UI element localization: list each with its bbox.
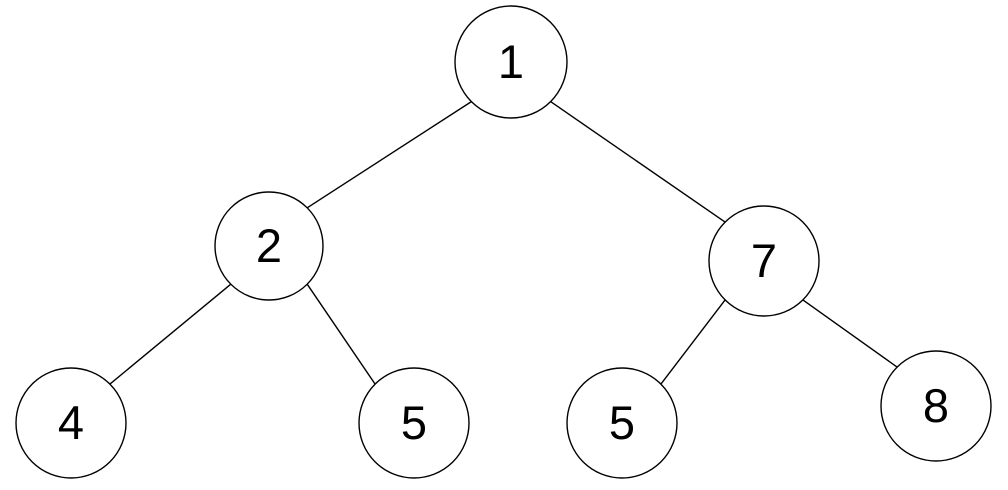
tree-node-label-left: 2 bbox=[256, 219, 282, 272]
tree-nodes-layer: 1 2 7 4 5 5 8 bbox=[15, 5, 992, 479]
tree-node-left: 2 bbox=[214, 191, 324, 301]
tree-node-label-right-right: 8 bbox=[923, 379, 949, 432]
tree-edge-root-to-left bbox=[306, 101, 472, 209]
tree-edge-left-to-left-right bbox=[306, 283, 376, 385]
tree-node-circle-right-left bbox=[566, 367, 678, 479]
tree-node-label-root: 1 bbox=[498, 35, 524, 88]
tree-edge-right-to-right-left bbox=[660, 299, 726, 385]
tree-edge-root-to-right bbox=[550, 101, 726, 223]
tree-node-label-left-left: 4 bbox=[58, 396, 84, 449]
tree-node-circle-left bbox=[214, 191, 324, 301]
tree-node-circle-root bbox=[454, 5, 568, 119]
tree-node-circle-right-right bbox=[880, 350, 992, 462]
tree-node-left-right: 5 bbox=[358, 367, 470, 479]
tree-edge-right-to-right-right bbox=[802, 299, 898, 368]
tree-node-circle-left-right bbox=[358, 367, 470, 479]
tree-edge-left-to-left-left bbox=[109, 283, 232, 385]
tree-node-root: 1 bbox=[454, 5, 568, 119]
tree-node-right: 7 bbox=[708, 205, 820, 317]
tree-node-label-left-right: 5 bbox=[401, 396, 427, 449]
tree-node-right-left: 5 bbox=[566, 367, 678, 479]
tree-node-label-right: 7 bbox=[751, 234, 777, 287]
tree-node-right-right: 8 bbox=[880, 350, 992, 462]
tree-node-label-right-left: 5 bbox=[609, 396, 635, 449]
tree-node-circle-left-left bbox=[15, 367, 127, 479]
tree-node-circle-right bbox=[708, 205, 820, 317]
tree-node-left-left: 4 bbox=[15, 367, 127, 479]
tree-edges-layer bbox=[109, 101, 898, 385]
